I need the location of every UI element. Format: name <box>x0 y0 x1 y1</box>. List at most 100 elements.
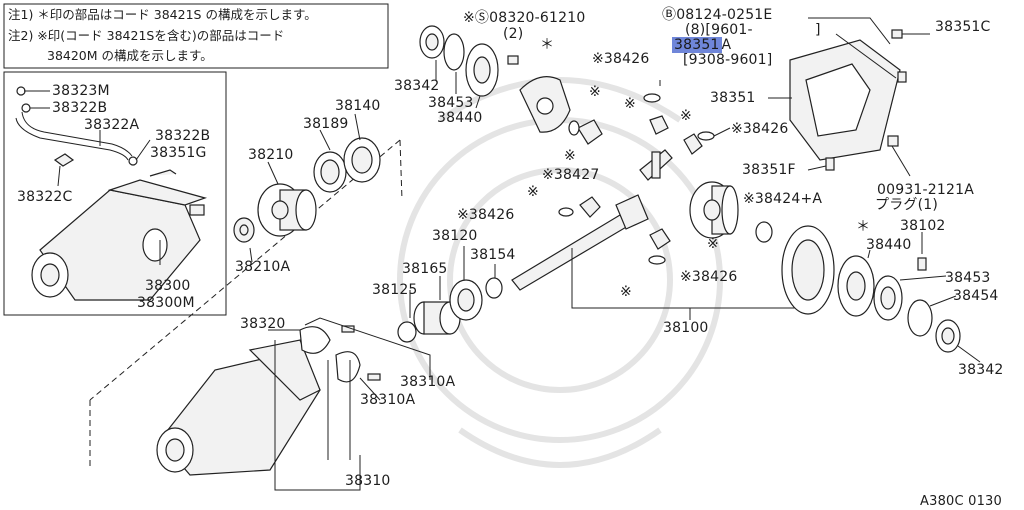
pinion-washer-38426c <box>558 207 574 217</box>
rear-housing <box>156 339 321 476</box>
mark-a: ※ <box>589 84 601 100</box>
pinion-gear-right <box>683 133 703 155</box>
bolt-08124 <box>897 71 907 83</box>
bolt-38102 <box>917 257 927 271</box>
label-38342-bottom: 38342 <box>958 362 1004 378</box>
label-bolt-code: Ⓑ08124-0251E <box>662 7 773 23</box>
part-38322C <box>53 153 75 167</box>
label-38351C: 38351C <box>935 19 991 35</box>
part-38120 <box>449 279 483 321</box>
leader-38310A-b <box>359 377 381 401</box>
part-38342-top <box>419 25 445 59</box>
label-38125: 38125 <box>372 282 418 298</box>
part-38322B-top <box>21 103 31 113</box>
label-38351: 38351 <box>710 90 756 106</box>
label-38120: 38120 <box>432 228 478 244</box>
label-38322C: 38322C <box>17 189 73 205</box>
part-38453-top <box>443 33 465 71</box>
label-plug-code: 00931-2121A <box>877 182 974 198</box>
part-38189 <box>313 151 347 193</box>
label-38440-bottom: 38440 <box>866 237 912 253</box>
diff-case-top <box>519 76 571 133</box>
label-38100: 38100 <box>663 320 709 336</box>
bolt-38310A-b <box>367 373 381 381</box>
label-plug-name: プラグ(1) <box>875 197 939 213</box>
label-38323M: 38323M <box>52 83 110 99</box>
mark-d: ※ <box>564 148 576 164</box>
asterisk-a: ＊ <box>540 37 555 53</box>
label-38310A-a: 38310A <box>400 374 456 390</box>
pinion-gear-top <box>649 115 669 135</box>
leader-38140 <box>354 113 361 141</box>
part-38342-bottom <box>935 319 961 353</box>
bracket-38310 <box>274 340 361 491</box>
leader-38453-bottom <box>899 275 947 281</box>
label-38189: 38189 <box>303 116 349 132</box>
label-38140: 38140 <box>335 98 381 114</box>
part-38154 <box>485 277 503 299</box>
leader-38322C <box>57 165 61 187</box>
leader-38189 <box>319 129 331 151</box>
label-38322B-top: 38322B <box>52 100 108 116</box>
label-38426-b: ※38426 <box>731 121 789 137</box>
label-38453-bottom: 38453 <box>945 270 991 286</box>
breather-hose-edge <box>21 111 133 157</box>
leader-38210 <box>267 161 279 185</box>
label-38351A-suffix: A <box>721 37 732 53</box>
note-line-2: 注2) ※印(コード 38421Sを含む)の部品はコード <box>8 28 285 43</box>
dashed-outline-right <box>399 139 403 201</box>
leader-38440-top <box>475 95 481 109</box>
leader-08124 <box>808 17 891 45</box>
pinion-washer-38426d <box>648 255 666 265</box>
diff-case-bottom <box>837 255 875 317</box>
part-38351G <box>149 169 177 177</box>
label-38453-top: 38453 <box>428 95 474 111</box>
leader-38454 <box>929 295 957 307</box>
bolt-38351C <box>891 29 903 39</box>
leader-38351F <box>807 165 827 171</box>
drive-pinion-shaft <box>511 194 649 291</box>
label-bolt-qty: (8)[9601- <box>685 22 753 38</box>
leader-38210A <box>249 247 253 263</box>
part-38125 <box>397 321 417 343</box>
part-38440-top <box>465 43 499 97</box>
leader-38322B <box>135 139 151 161</box>
washer-38424 <box>755 221 773 243</box>
breather-hose <box>15 117 129 161</box>
label-38165: 38165 <box>402 261 448 277</box>
label-38320: 38320 <box>240 316 286 332</box>
note-line-1: 注1) ＊印の部品はコード 38421S の構成を示します。 <box>8 7 317 22</box>
mark-g: ※ <box>620 284 632 300</box>
label-38210: 38210 <box>248 147 294 163</box>
dashed-outline-top <box>89 139 401 401</box>
screw-08320 <box>507 55 519 65</box>
mark-c: ※ <box>680 108 692 124</box>
label-38310A-b: 38310A <box>360 392 416 408</box>
label-range: [9308-9601] <box>683 52 773 68</box>
label-38426-c: ※38426 <box>457 207 515 223</box>
drain-plug <box>887 135 899 147</box>
label-screw-qty: (2) <box>503 26 524 42</box>
note-line-3: 38420M の構成を示します。 <box>47 48 213 63</box>
label-38351A-highlight: 38351 <box>672 37 722 53</box>
label-38300: 38300 <box>145 278 191 294</box>
inset-box <box>3 71 227 316</box>
label-bolt-bracket: ] <box>815 22 821 38</box>
part-38440-bottom <box>873 275 903 321</box>
asterisk-b: ＊ <box>856 219 871 235</box>
part-38210A-hole <box>239 224 249 236</box>
leader-38342-bottom <box>957 345 981 363</box>
label-38102: 38102 <box>900 218 946 234</box>
washer-38426b <box>697 131 715 141</box>
washer-38426a <box>643 93 661 103</box>
label-38424: ※38424+A <box>743 191 823 207</box>
rear-cover <box>789 39 901 161</box>
label-38342-top: 38342 <box>394 78 440 94</box>
leader-38440-bottom <box>867 249 871 259</box>
mark-b: ※ <box>624 96 636 112</box>
label-38427: ※38427 <box>542 167 600 183</box>
part-38210 <box>257 183 317 237</box>
part-38320 <box>299 326 331 354</box>
